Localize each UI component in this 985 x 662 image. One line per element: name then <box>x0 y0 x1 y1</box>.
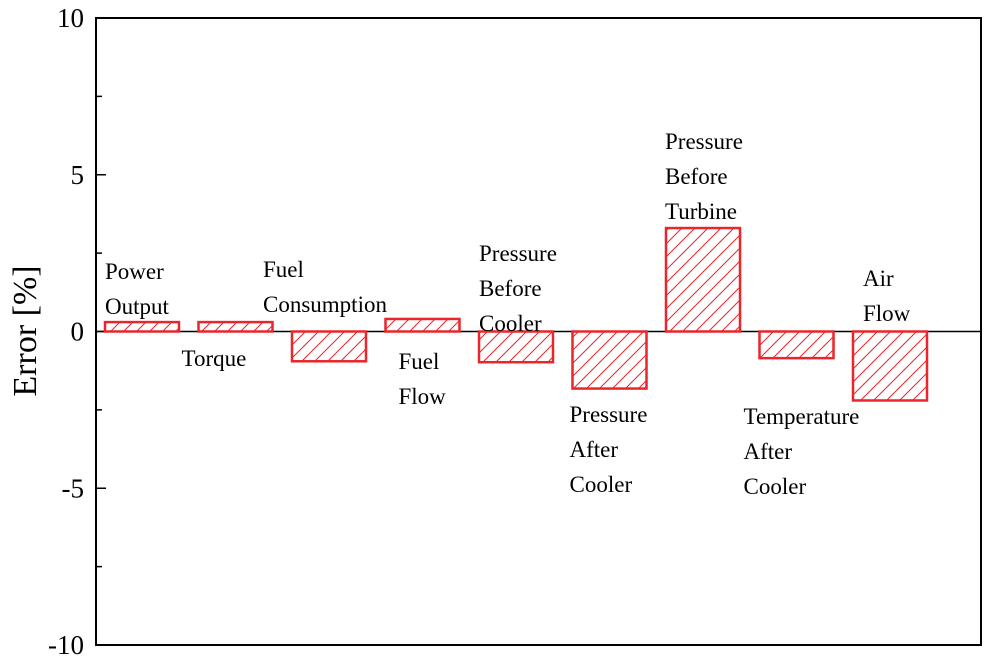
y-axis-title: Error [%] <box>7 265 44 396</box>
y-tick-label: 0 <box>71 317 85 347</box>
y-tick-label: -10 <box>48 630 84 660</box>
bar-label-line: Output <box>105 294 170 319</box>
bar <box>851 330 929 402</box>
bar-label-line: Cooler <box>570 472 633 497</box>
bar <box>197 320 274 333</box>
bar-label-line: Power <box>105 259 164 284</box>
bar-label-line: Pressure <box>570 402 648 427</box>
bar-label-line: Consumption <box>263 292 387 317</box>
bar <box>664 226 742 333</box>
bar-label-line: Fuel <box>399 349 440 374</box>
bar-label-line: Flow <box>399 384 447 409</box>
bar-label-line: After <box>570 437 619 462</box>
bar-label-line: Flow <box>863 301 911 326</box>
bar <box>477 330 555 364</box>
bar-label-line: After <box>744 439 793 464</box>
y-tick-label: -5 <box>62 473 85 503</box>
bar-label-line: Cooler <box>479 311 542 336</box>
bar-label-line: Turbine <box>665 199 737 224</box>
bar-label-line: Temperature <box>744 404 860 429</box>
bar-label-line: Before <box>665 164 728 189</box>
bar-label-line: Cooler <box>744 474 807 499</box>
bar-label-line: Air <box>863 266 894 291</box>
bar <box>103 320 181 333</box>
bar <box>571 330 648 390</box>
bar-label-line: Fuel <box>263 257 304 282</box>
bar-label-line: Pressure <box>665 129 743 154</box>
bar <box>290 330 368 363</box>
y-tick-label: 10 <box>57 3 84 33</box>
y-tick-label: 5 <box>71 160 85 190</box>
bar-category-label: Torque <box>182 346 247 371</box>
bar <box>384 317 461 333</box>
bar-label-line: Torque <box>182 346 247 371</box>
bar-label-line: Pressure <box>479 241 557 266</box>
bar <box>758 330 835 360</box>
bar-label-line: Before <box>479 276 542 301</box>
